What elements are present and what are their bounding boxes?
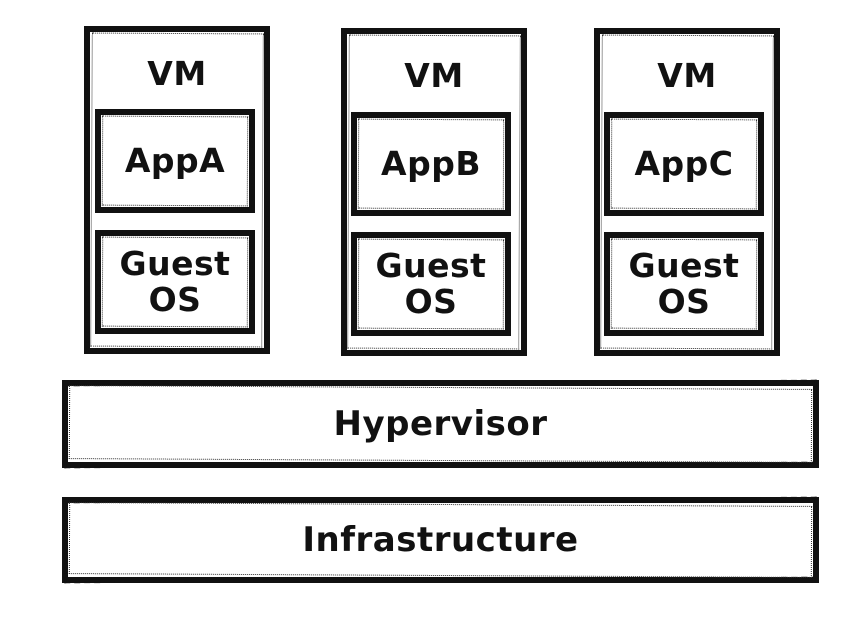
infrastructure-label: Infrastructure <box>302 520 579 560</box>
app-label-b: AppB <box>381 144 481 183</box>
app-label-c: AppC <box>634 144 734 183</box>
app-label-a: AppA <box>124 141 226 180</box>
guest-os-box-b: Guest OS <box>351 232 511 336</box>
hypervisor-box: Hypervisor <box>62 380 819 468</box>
app-box-b: AppB <box>351 112 511 216</box>
vm-title-b: VM <box>404 56 464 95</box>
vm-title-c: VM <box>657 56 717 95</box>
infrastructure-box: Infrastructure <box>62 497 819 583</box>
guest-os-label-c: Guest OS <box>628 246 740 321</box>
hypervisor-label: Hypervisor <box>333 404 548 444</box>
app-box-a: AppA <box>95 109 255 213</box>
vm-title-a: VM <box>147 54 207 93</box>
guest-os-label-a: Guest OS <box>119 244 231 319</box>
guest-os-label-b: Guest OS <box>375 246 487 321</box>
guest-os-box-a: Guest OS <box>95 230 255 334</box>
app-box-c: AppC <box>604 112 764 216</box>
guest-os-box-c: Guest OS <box>604 232 764 336</box>
